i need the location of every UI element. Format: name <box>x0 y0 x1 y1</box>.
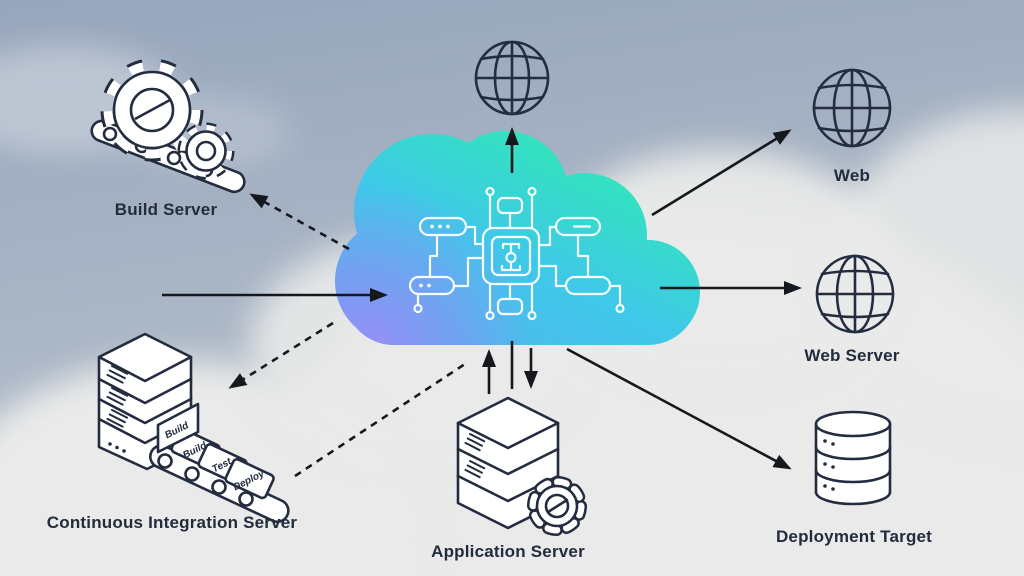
dashed-arrow-cloud-to-ci-server <box>228 321 334 389</box>
arrow-cloud-to-deployment-target <box>566 347 792 470</box>
internet-globe-icon <box>474 40 550 116</box>
web-server-globe-icon <box>815 254 895 334</box>
deployment-target-icon <box>814 410 892 506</box>
arrow-cloud-to-web <box>651 129 792 217</box>
gear-icon <box>527 476 587 536</box>
build-server-icon <box>90 58 246 194</box>
gear-large-icon <box>100 58 204 162</box>
deployment-target-label: Deployment Target <box>775 527 933 546</box>
ci-server-icon <box>97 332 290 524</box>
application-server-icon <box>456 396 587 536</box>
application-server-label: Application Server <box>431 542 585 561</box>
cloud-icon <box>335 131 700 345</box>
web-server-label: Web Server <box>804 346 900 365</box>
gear-small-icon <box>177 122 235 180</box>
build-server-label: Build Server <box>114 200 218 219</box>
dashed-line-ci-server-to-cloud <box>294 360 469 478</box>
web-globe-icon <box>812 68 892 148</box>
ci-server-label: Continuous Integration Server <box>46 513 298 532</box>
circuit-chip-icon <box>408 186 625 321</box>
web-label: Web <box>833 166 871 185</box>
dashed-arrow-cloud-to-build-server <box>249 193 350 251</box>
